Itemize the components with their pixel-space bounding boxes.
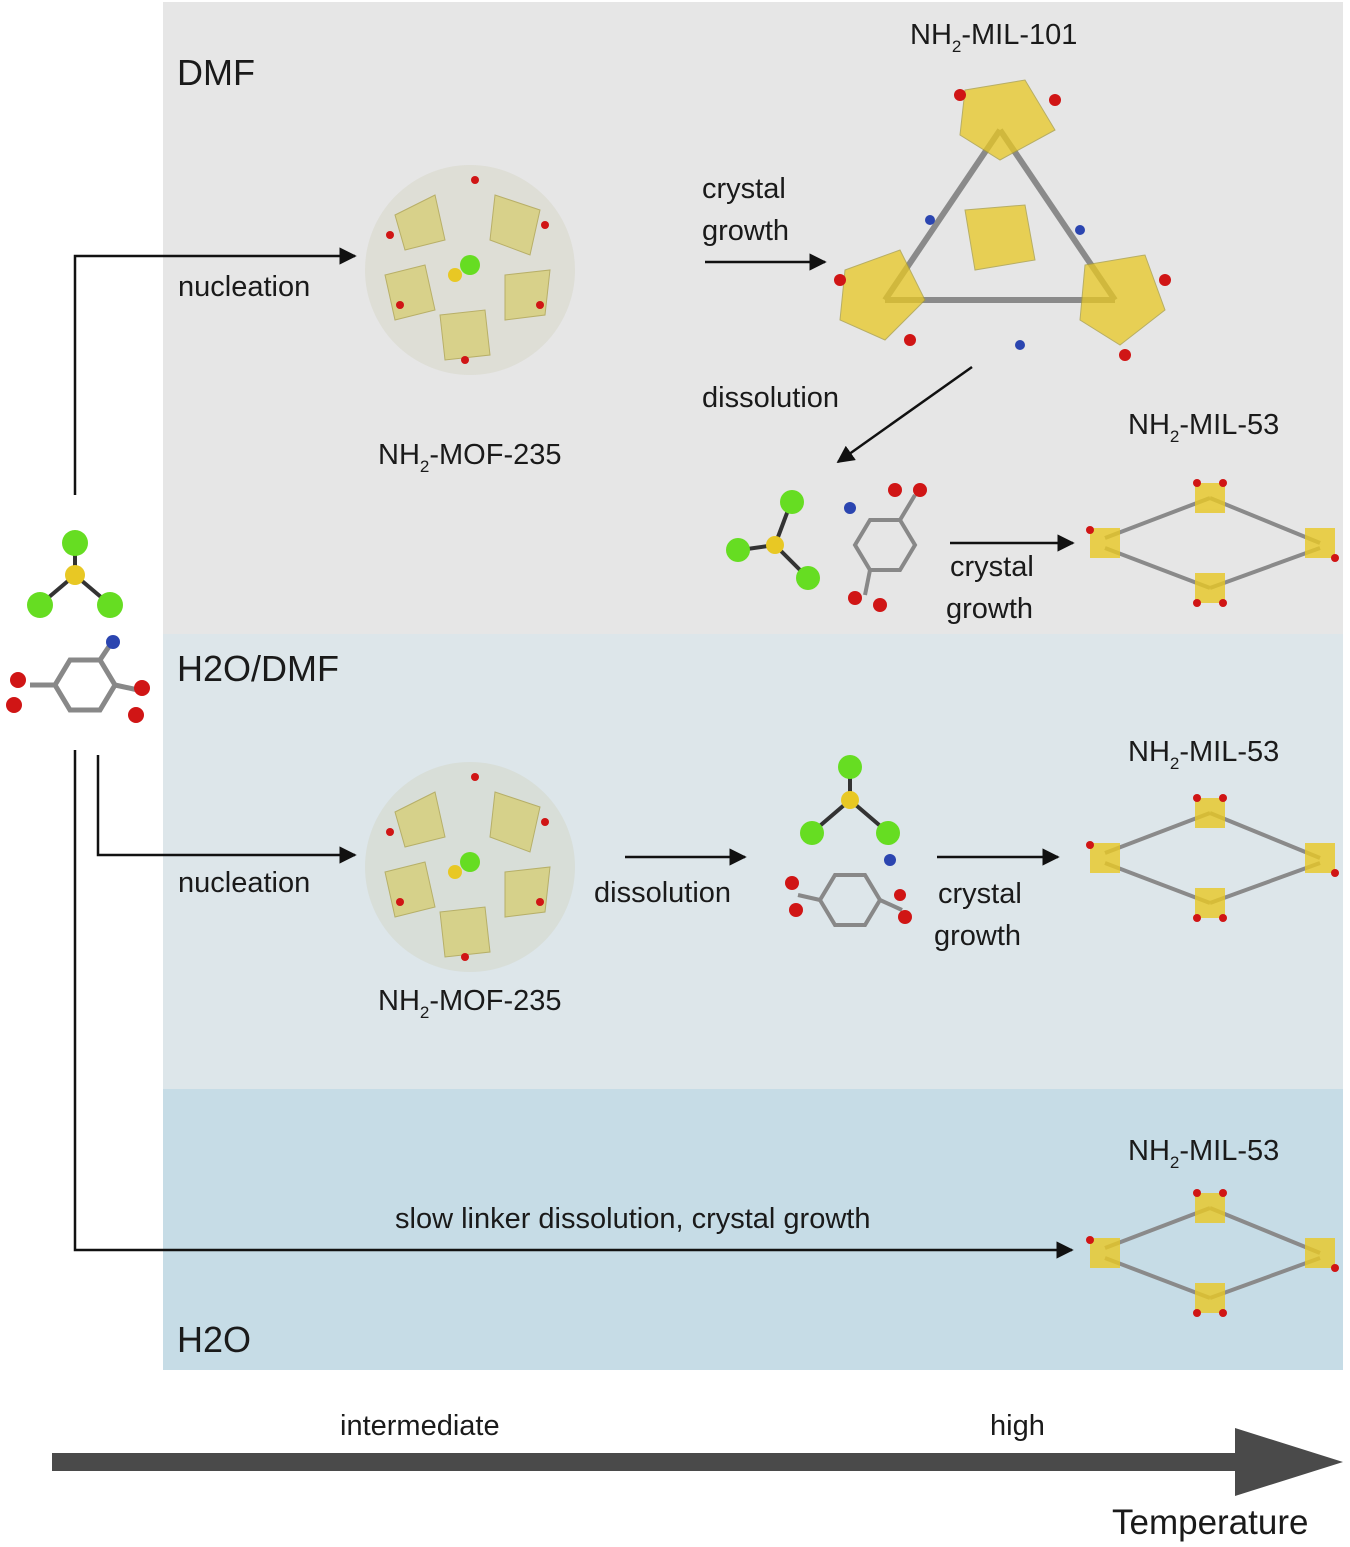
step-dissolution-mixed: dissolution	[594, 877, 732, 909]
solvent-label-dmf: DMF	[177, 52, 255, 93]
solvent-label-water: H2O	[177, 1319, 252, 1360]
dissolved-precursors-dmf	[726, 483, 927, 612]
step-nucleation-mixed: nucleation	[178, 867, 311, 899]
step-nucleation-dmf: nucleation	[178, 271, 311, 303]
mil53-channel-middle	[1086, 794, 1339, 922]
mil53-channel-top	[1086, 479, 1339, 607]
axis-label-high: high	[990, 1410, 1045, 1442]
mil101-supertetrahedron	[834, 79, 1171, 361]
step-growth-dmf-mil53: growth	[946, 593, 1034, 625]
step-crystal-mixed: crystal	[938, 878, 1022, 910]
mof235-cluster-middle	[365, 762, 575, 972]
product-label-mof235-mixed: NH2-MOF-235	[378, 985, 562, 1022]
slow-growth-arrow-water	[73, 750, 1074, 1259]
product-label-mof235-dmf: NH2-MOF-235	[378, 439, 562, 476]
dissolution-arrow-mil101	[836, 365, 973, 464]
axis-title-temperature: Temperature	[1112, 1503, 1309, 1542]
dissolved-precursors-mixed	[785, 755, 912, 927]
nucleation-arrow-mixed	[96, 755, 357, 864]
solvent-label-water-dmf: H2O/DMF	[177, 648, 339, 689]
temperature-axis-arrow	[52, 1428, 1343, 1496]
axis-label-intermediate: intermediate	[340, 1410, 500, 1442]
step-crystal-dmf-mil53: crystal	[950, 551, 1034, 583]
step-dissolution-mil101: dissolution	[702, 382, 840, 414]
amino-terephthalic-linker	[6, 635, 150, 723]
product-label-mil53-dmf: NH2-MIL-53	[1128, 409, 1280, 446]
product-label-mil53-water: NH2-MIL-53	[1128, 1135, 1280, 1172]
mof235-cluster-top	[365, 165, 575, 375]
step-growth-mil101: growth	[702, 215, 790, 247]
product-label-mil53-mixed: NH2-MIL-53	[1128, 736, 1280, 773]
step-growth-mixed: growth	[934, 920, 1022, 952]
water-region	[163, 1089, 1343, 1370]
product-label-mil101: NH2-MIL-101	[910, 19, 1078, 56]
step-slow-linker-dissolution: slow linker dissolution, crystal growth	[395, 1203, 871, 1235]
fecl3-precursor	[27, 530, 123, 618]
water-dmf-region	[163, 634, 1343, 1089]
nucleation-arrow-dmf	[73, 247, 357, 495]
mil53-channel-bottom	[1086, 1189, 1339, 1317]
step-crystal-mil101: crystal	[702, 173, 786, 205]
